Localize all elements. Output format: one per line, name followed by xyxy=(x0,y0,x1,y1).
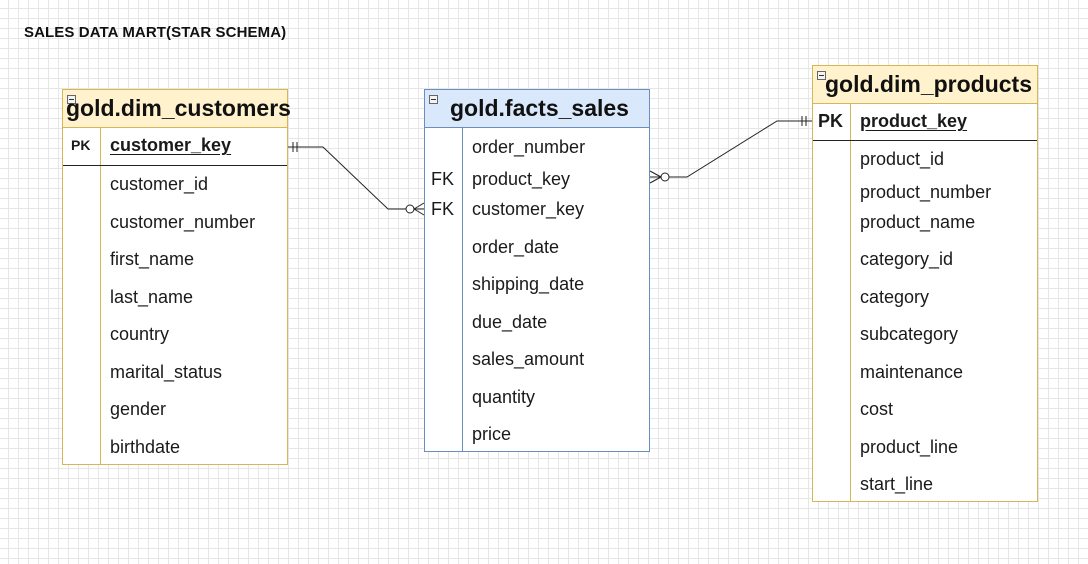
pk-field[interactable]: customer_key xyxy=(110,135,232,155)
field-row[interactable]: last_name xyxy=(110,287,194,307)
entity-dim-products[interactable]: gold.dim_products PK product_key product… xyxy=(812,65,1038,502)
field-row[interactable]: order_number xyxy=(472,137,586,157)
pk-row[interactable] xyxy=(813,104,1037,141)
key-column-divider xyxy=(462,128,463,451)
field-row[interactable]: start_line xyxy=(860,474,934,494)
field-row[interactable]: product_id xyxy=(860,149,945,169)
field-row[interactable]: customer_number xyxy=(110,212,256,232)
field-row[interactable]: marital_status xyxy=(110,362,223,382)
field-row[interactable]: price xyxy=(472,424,512,444)
entity-dim-customers[interactable]: gold.dim_customers PK customer_key custo… xyxy=(62,89,291,465)
field-row[interactable]: maintenance xyxy=(860,362,964,382)
field-row[interactable]: customer_key xyxy=(472,199,585,219)
field-row[interactable]: product_key xyxy=(472,169,571,189)
entity-title: gold.dim_customers xyxy=(66,95,291,121)
entity-header[interactable]: gold.facts_sales xyxy=(425,90,649,128)
pk-row[interactable] xyxy=(63,128,287,166)
collapse-icon[interactable] xyxy=(817,71,826,80)
field-row[interactable]: quantity xyxy=(472,387,536,407)
key-column-divider xyxy=(100,128,101,464)
field-row[interactable]: shipping_date xyxy=(472,274,585,294)
field-row[interactable]: product_number xyxy=(860,182,992,202)
field-row[interactable]: category xyxy=(860,287,930,307)
diagram-title: SALES DATA MART(STAR SCHEMA) xyxy=(24,24,287,41)
field-row[interactable]: product_line xyxy=(860,437,959,457)
field-row[interactable]: country xyxy=(110,324,170,344)
field-row[interactable]: subcategory xyxy=(860,324,959,344)
relationship-products-sales[interactable] xyxy=(649,116,812,184)
pk-field[interactable]: product_key xyxy=(860,111,968,131)
key-column-divider xyxy=(850,104,851,501)
field-row[interactable]: gender xyxy=(110,399,167,419)
collapse-icon[interactable] xyxy=(429,95,438,104)
pk-label: PK xyxy=(71,137,91,153)
pk-label: PK xyxy=(818,111,844,131)
entity-facts-sales[interactable]: gold.facts_sales FK FK order_number prod… xyxy=(424,89,650,452)
field-row[interactable]: birthdate xyxy=(110,437,181,457)
relationship-customers-sales[interactable] xyxy=(288,142,425,216)
field-row[interactable]: order_date xyxy=(472,237,560,257)
entity-title: gold.facts_sales xyxy=(450,95,629,121)
field-row[interactable]: category_id xyxy=(860,249,954,269)
collapse-icon[interactable] xyxy=(67,95,76,104)
field-row[interactable]: sales_amount xyxy=(472,349,585,369)
entity-header[interactable]: gold.dim_customers xyxy=(63,90,291,128)
field-row[interactable]: customer_id xyxy=(110,174,209,194)
field-row[interactable]: cost xyxy=(860,399,894,419)
field-row[interactable]: product_name xyxy=(860,212,976,232)
entity-header[interactable]: gold.dim_products xyxy=(813,66,1037,104)
entity-title: gold.dim_products xyxy=(825,71,1032,97)
field-row[interactable]: due_date xyxy=(472,312,548,332)
fk-label: FK xyxy=(431,199,455,219)
fk-label: FK xyxy=(431,169,455,189)
field-row[interactable]: first_name xyxy=(110,249,195,269)
